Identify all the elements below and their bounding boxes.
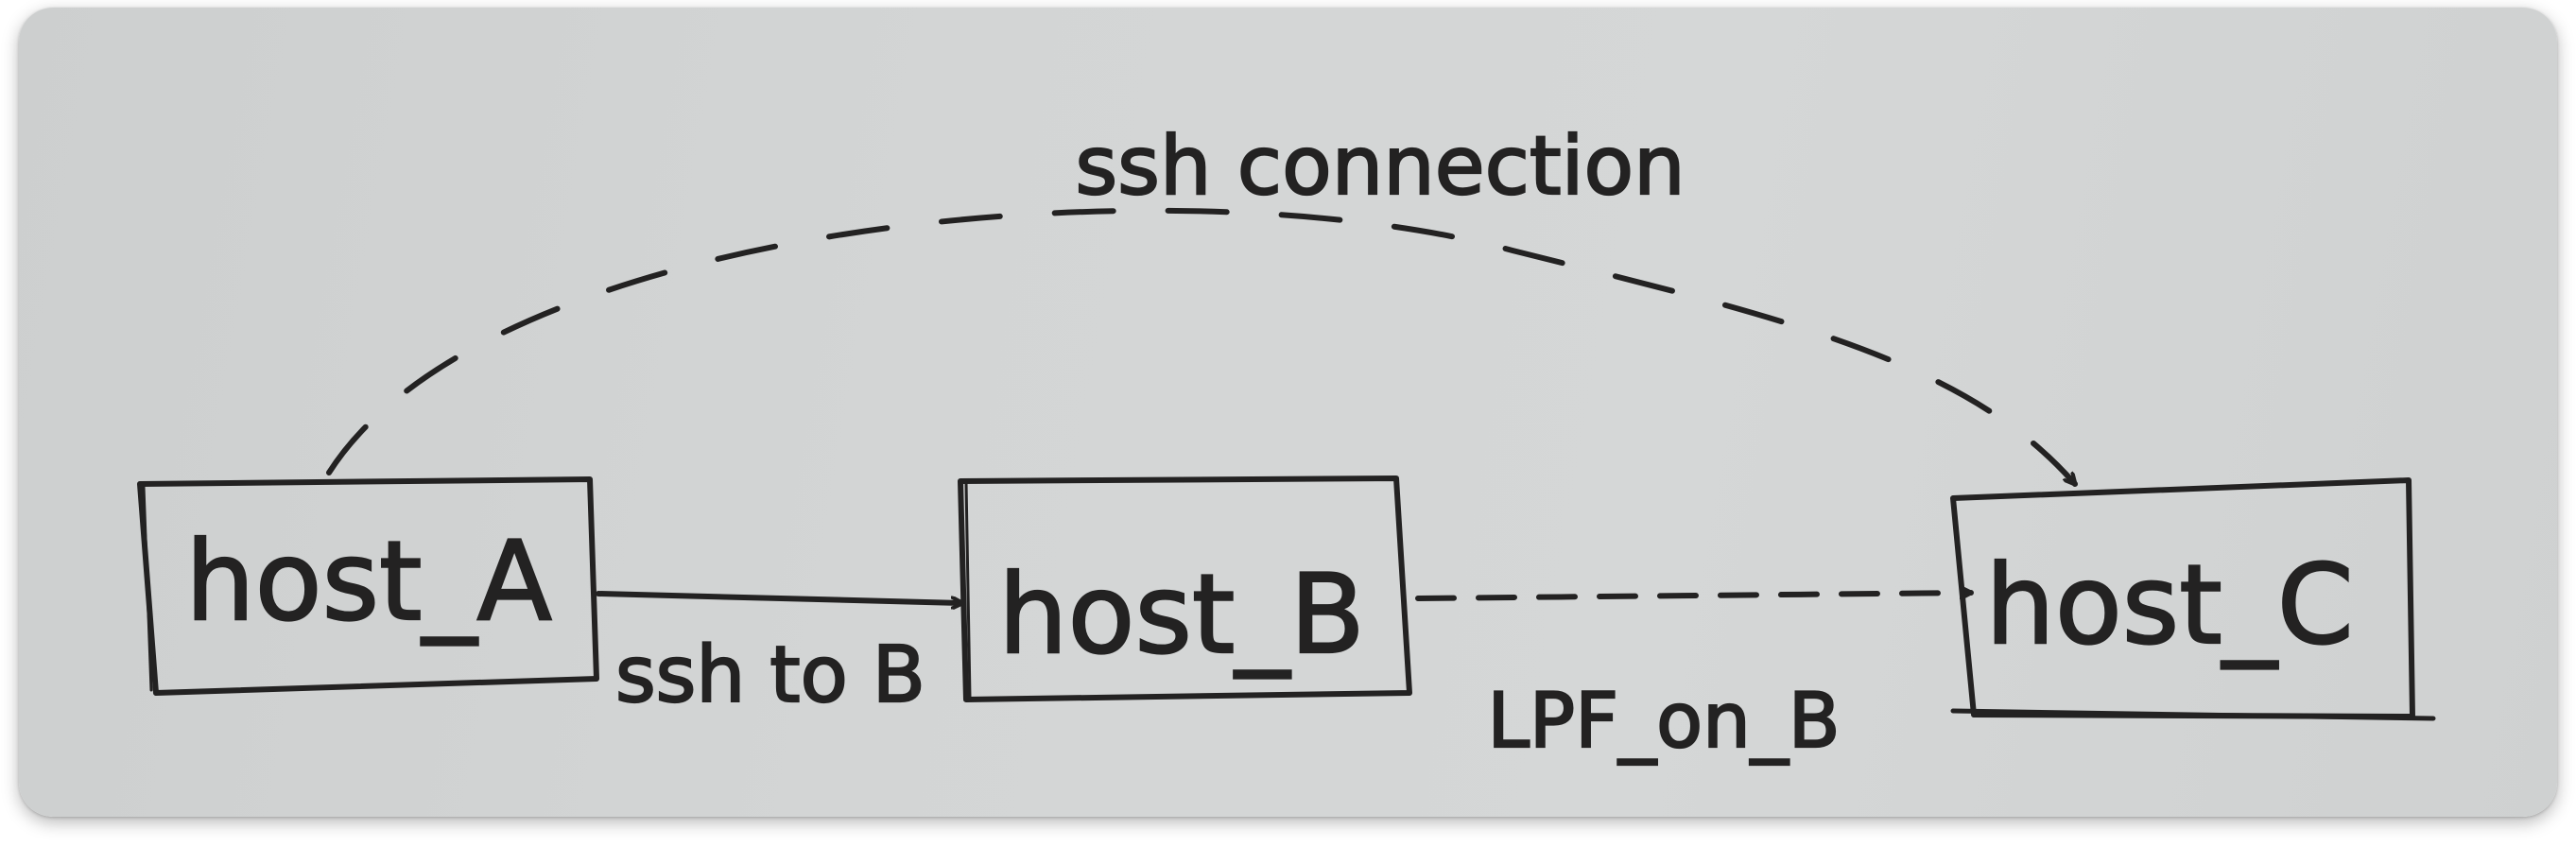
edge-a-to-b-solid (596, 591, 965, 603)
edge-a-to-b-label: ssh to B (615, 631, 925, 720)
host-c-label: host_C (1985, 542, 2353, 669)
edge-b-to-c-dashed (1415, 593, 1974, 601)
node-host-b: host_B (958, 475, 1412, 702)
node-host-c: host_C (1950, 477, 2436, 721)
host-b-label: host_B (998, 551, 1365, 679)
edge-a-to-c-label: ssh connection (1075, 119, 1685, 214)
host-a-label: host_A (185, 518, 552, 646)
edge-a-to-c-dashed-arc (326, 207, 2078, 487)
node-host-a: host_A (137, 476, 599, 696)
edge-b-to-c-label: LPF_on_B (1487, 677, 1840, 765)
